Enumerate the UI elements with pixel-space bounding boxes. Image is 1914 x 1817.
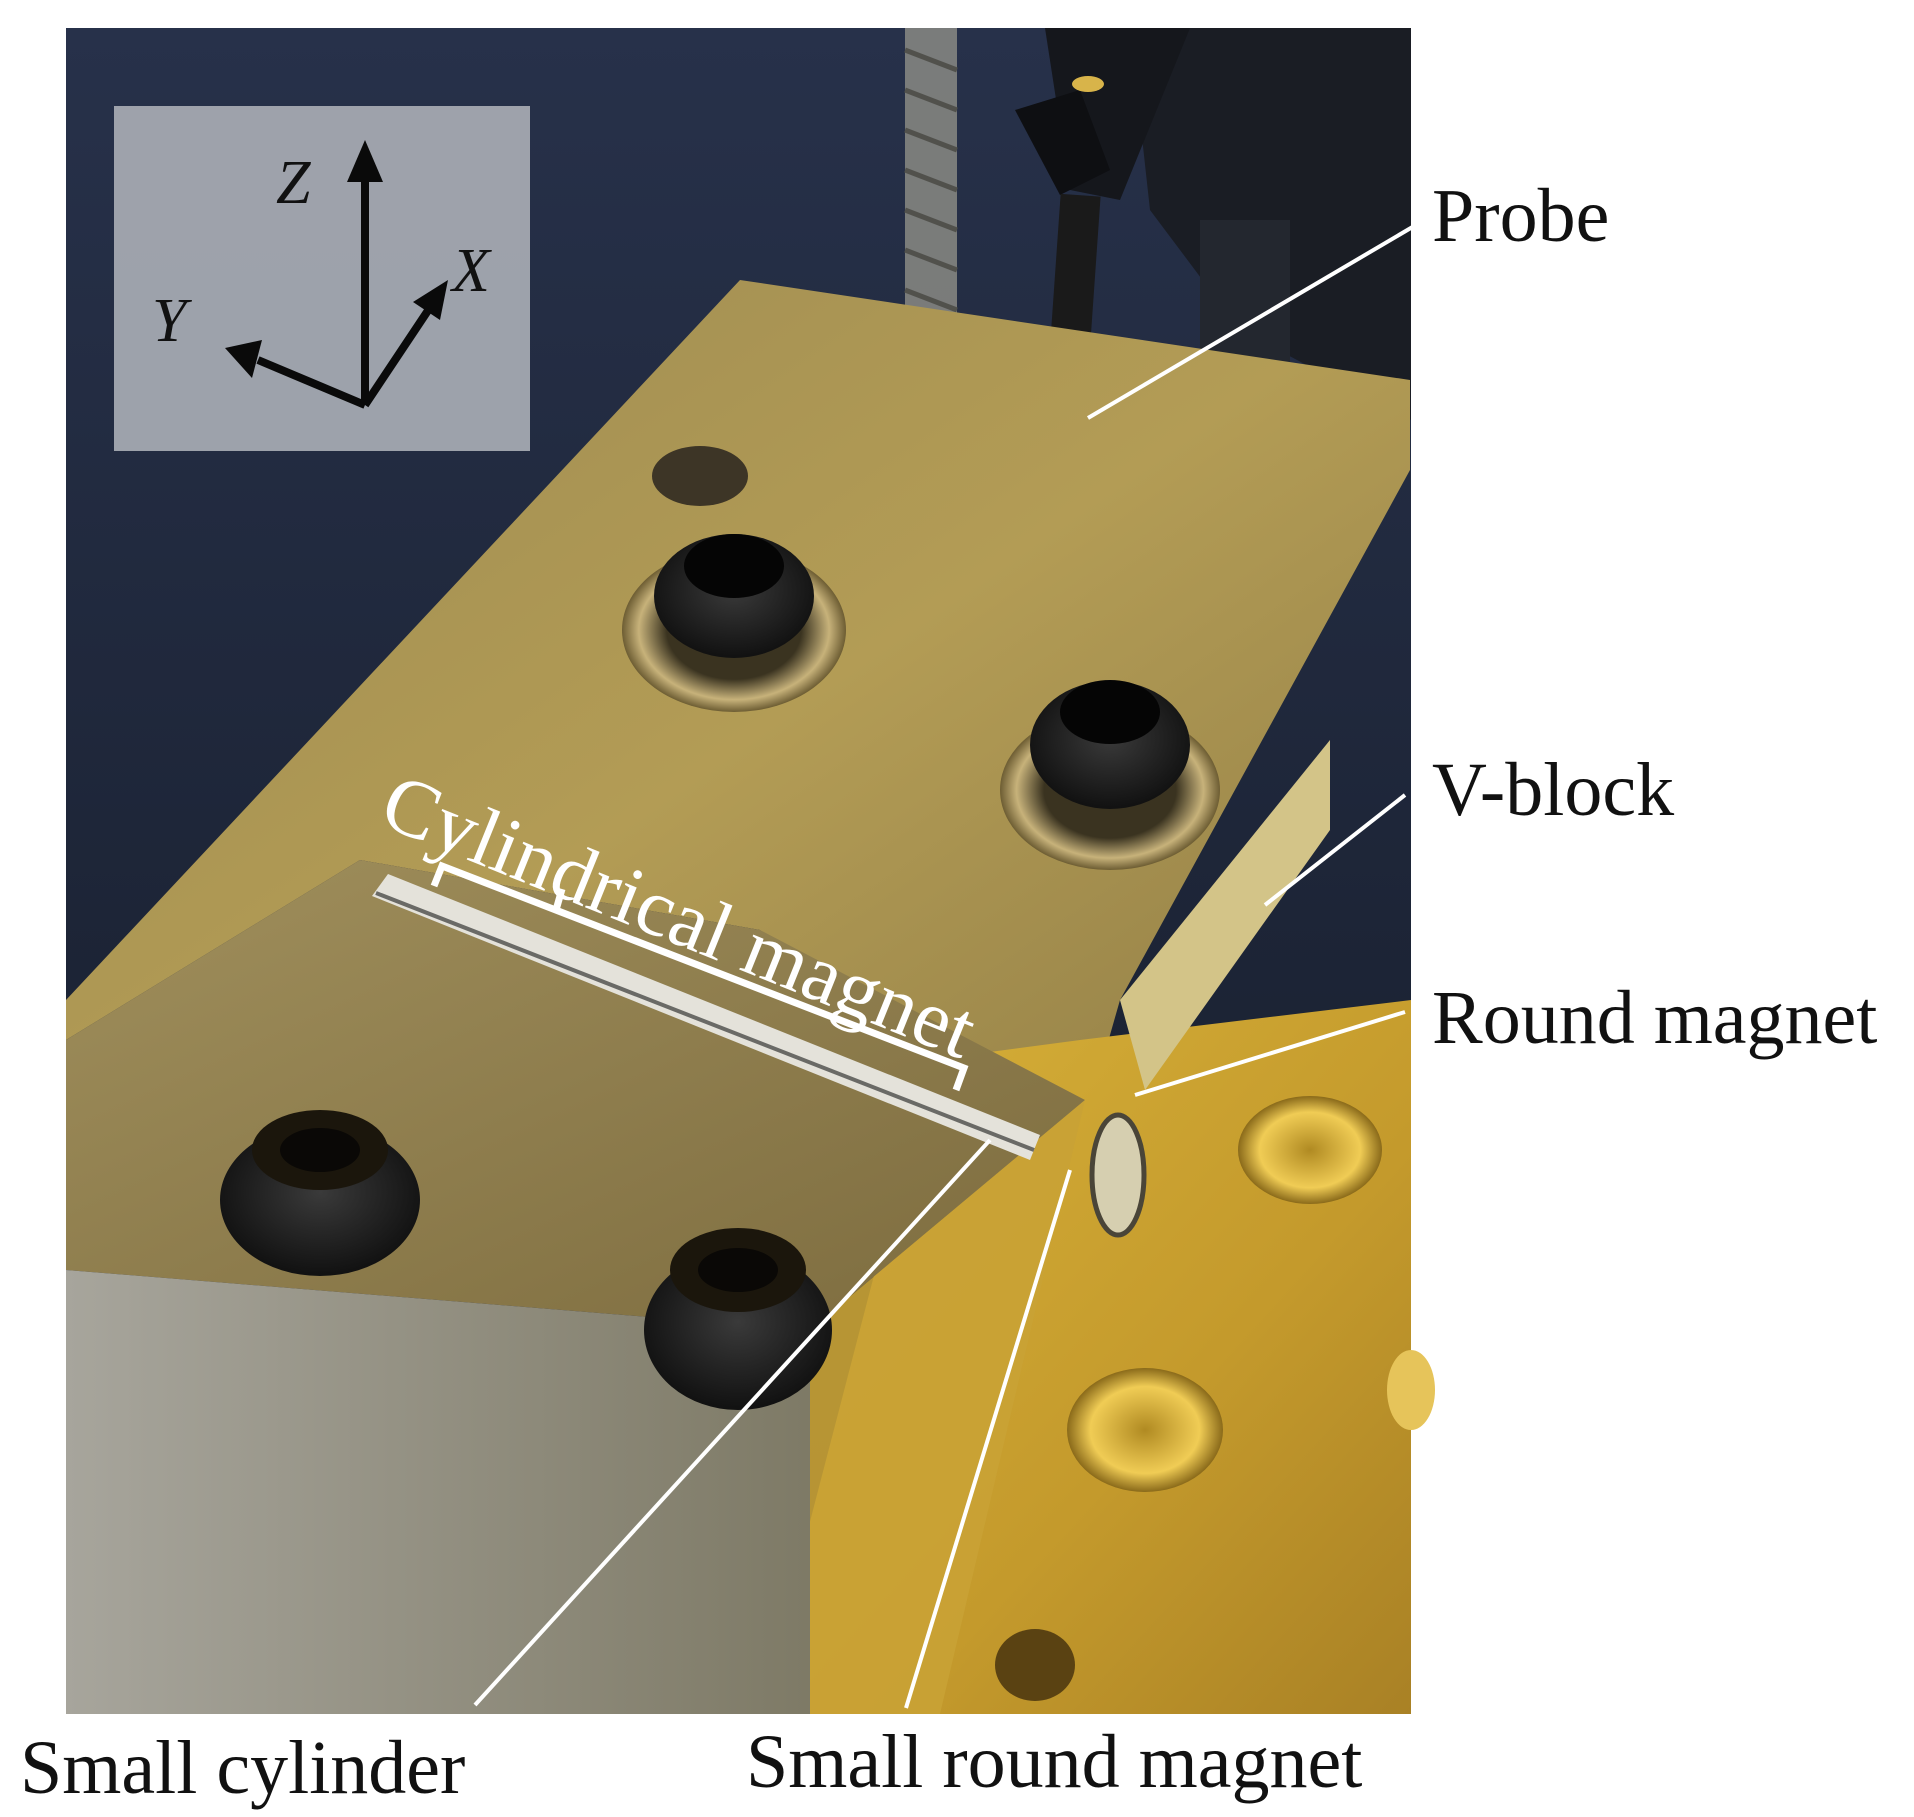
cap-screw-2 <box>1000 680 1220 870</box>
small-round-magnet-leader <box>904 1169 1072 1709</box>
round-magnet-leader <box>1134 1010 1406 1097</box>
axis-label-z: Z <box>276 149 311 217</box>
axis-label-y: Y <box>152 287 187 355</box>
axis-label-x: X <box>452 237 490 305</box>
photo <box>66 28 1435 1714</box>
coordinate-axes <box>225 140 448 409</box>
cap-screw-4 <box>644 1228 832 1410</box>
leader-lines <box>473 210 1440 1709</box>
round-magnet-label: Round magnet <box>1432 976 1878 1060</box>
v-block-label: V-block <box>1432 748 1675 832</box>
cap-screw-3 <box>220 1110 420 1276</box>
small-cylinder-leader <box>473 1138 992 1707</box>
small-cylinder-label: Small cylinder <box>20 1726 466 1810</box>
probe-label: Probe <box>1432 174 1610 258</box>
v-block-leader <box>1263 793 1407 907</box>
small-round-magnet-label: Small round magnet <box>746 1720 1363 1804</box>
cylindrical-magnet-bracket <box>430 861 969 1092</box>
probe-leader <box>1086 210 1440 420</box>
coordinate-inset <box>114 106 530 451</box>
cap-screw-1 <box>622 534 846 712</box>
